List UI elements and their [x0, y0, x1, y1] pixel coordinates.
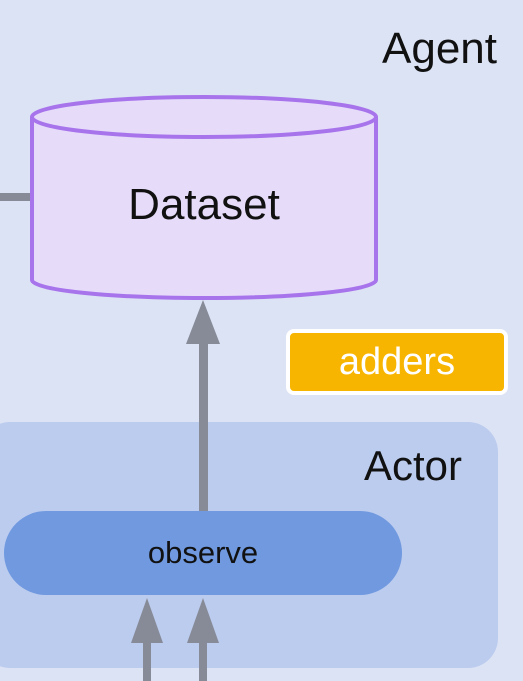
- dataset-cylinder: [30, 95, 378, 300]
- incoming-arrowhead-left: [131, 598, 163, 643]
- incoming-line-right: [199, 640, 207, 681]
- dataset-label: Dataset: [128, 180, 280, 229]
- actor-label: Actor: [363, 442, 462, 489]
- observe-to-dataset-line: [199, 340, 208, 512]
- agent-label: Agent: [382, 24, 497, 73]
- incoming-arrowhead-right: [187, 598, 219, 643]
- observe-to-dataset-arrowhead: [186, 300, 220, 344]
- incoming-line-left: [143, 640, 151, 681]
- adders-badge: adders: [286, 329, 508, 395]
- dataset-cylinder-top: [30, 95, 378, 139]
- observe-node: observe: [4, 511, 402, 595]
- left-connector-line: [0, 193, 34, 201]
- dataset-cylinder-body: [30, 117, 378, 300]
